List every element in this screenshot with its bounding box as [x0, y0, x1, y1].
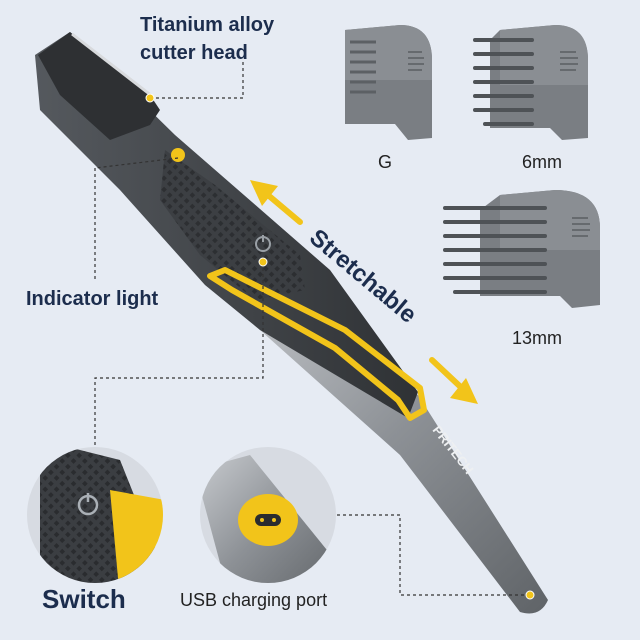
switch-power-icon: [77, 493, 99, 516]
callout-lines: [94, 62, 530, 596]
switch-label: Switch: [42, 584, 126, 614]
cutter-head-label-line2: cutter head: [140, 42, 248, 64]
indicator-light-label: Indicator light: [26, 288, 159, 310]
comb-6mm-attachment: [473, 25, 588, 140]
comb-6mm-label: 6mm: [522, 152, 562, 172]
trimmer-body: PRITECH: [35, 32, 548, 614]
power-icon: [255, 235, 271, 252]
comb-13mm-attachment: [443, 190, 600, 308]
indicator-light-dot: [171, 148, 185, 162]
usb-port-label: USB charging port: [180, 590, 328, 610]
comb-g-label: G: [378, 152, 393, 172]
switch-closeup: [27, 447, 163, 583]
cutter-head-label-line1: Titanium alloy: [140, 14, 275, 36]
comb-13mm-label: 13mm: [512, 328, 563, 348]
comb-g-attachment: [345, 25, 432, 140]
usb-port-closeup: [200, 447, 336, 583]
